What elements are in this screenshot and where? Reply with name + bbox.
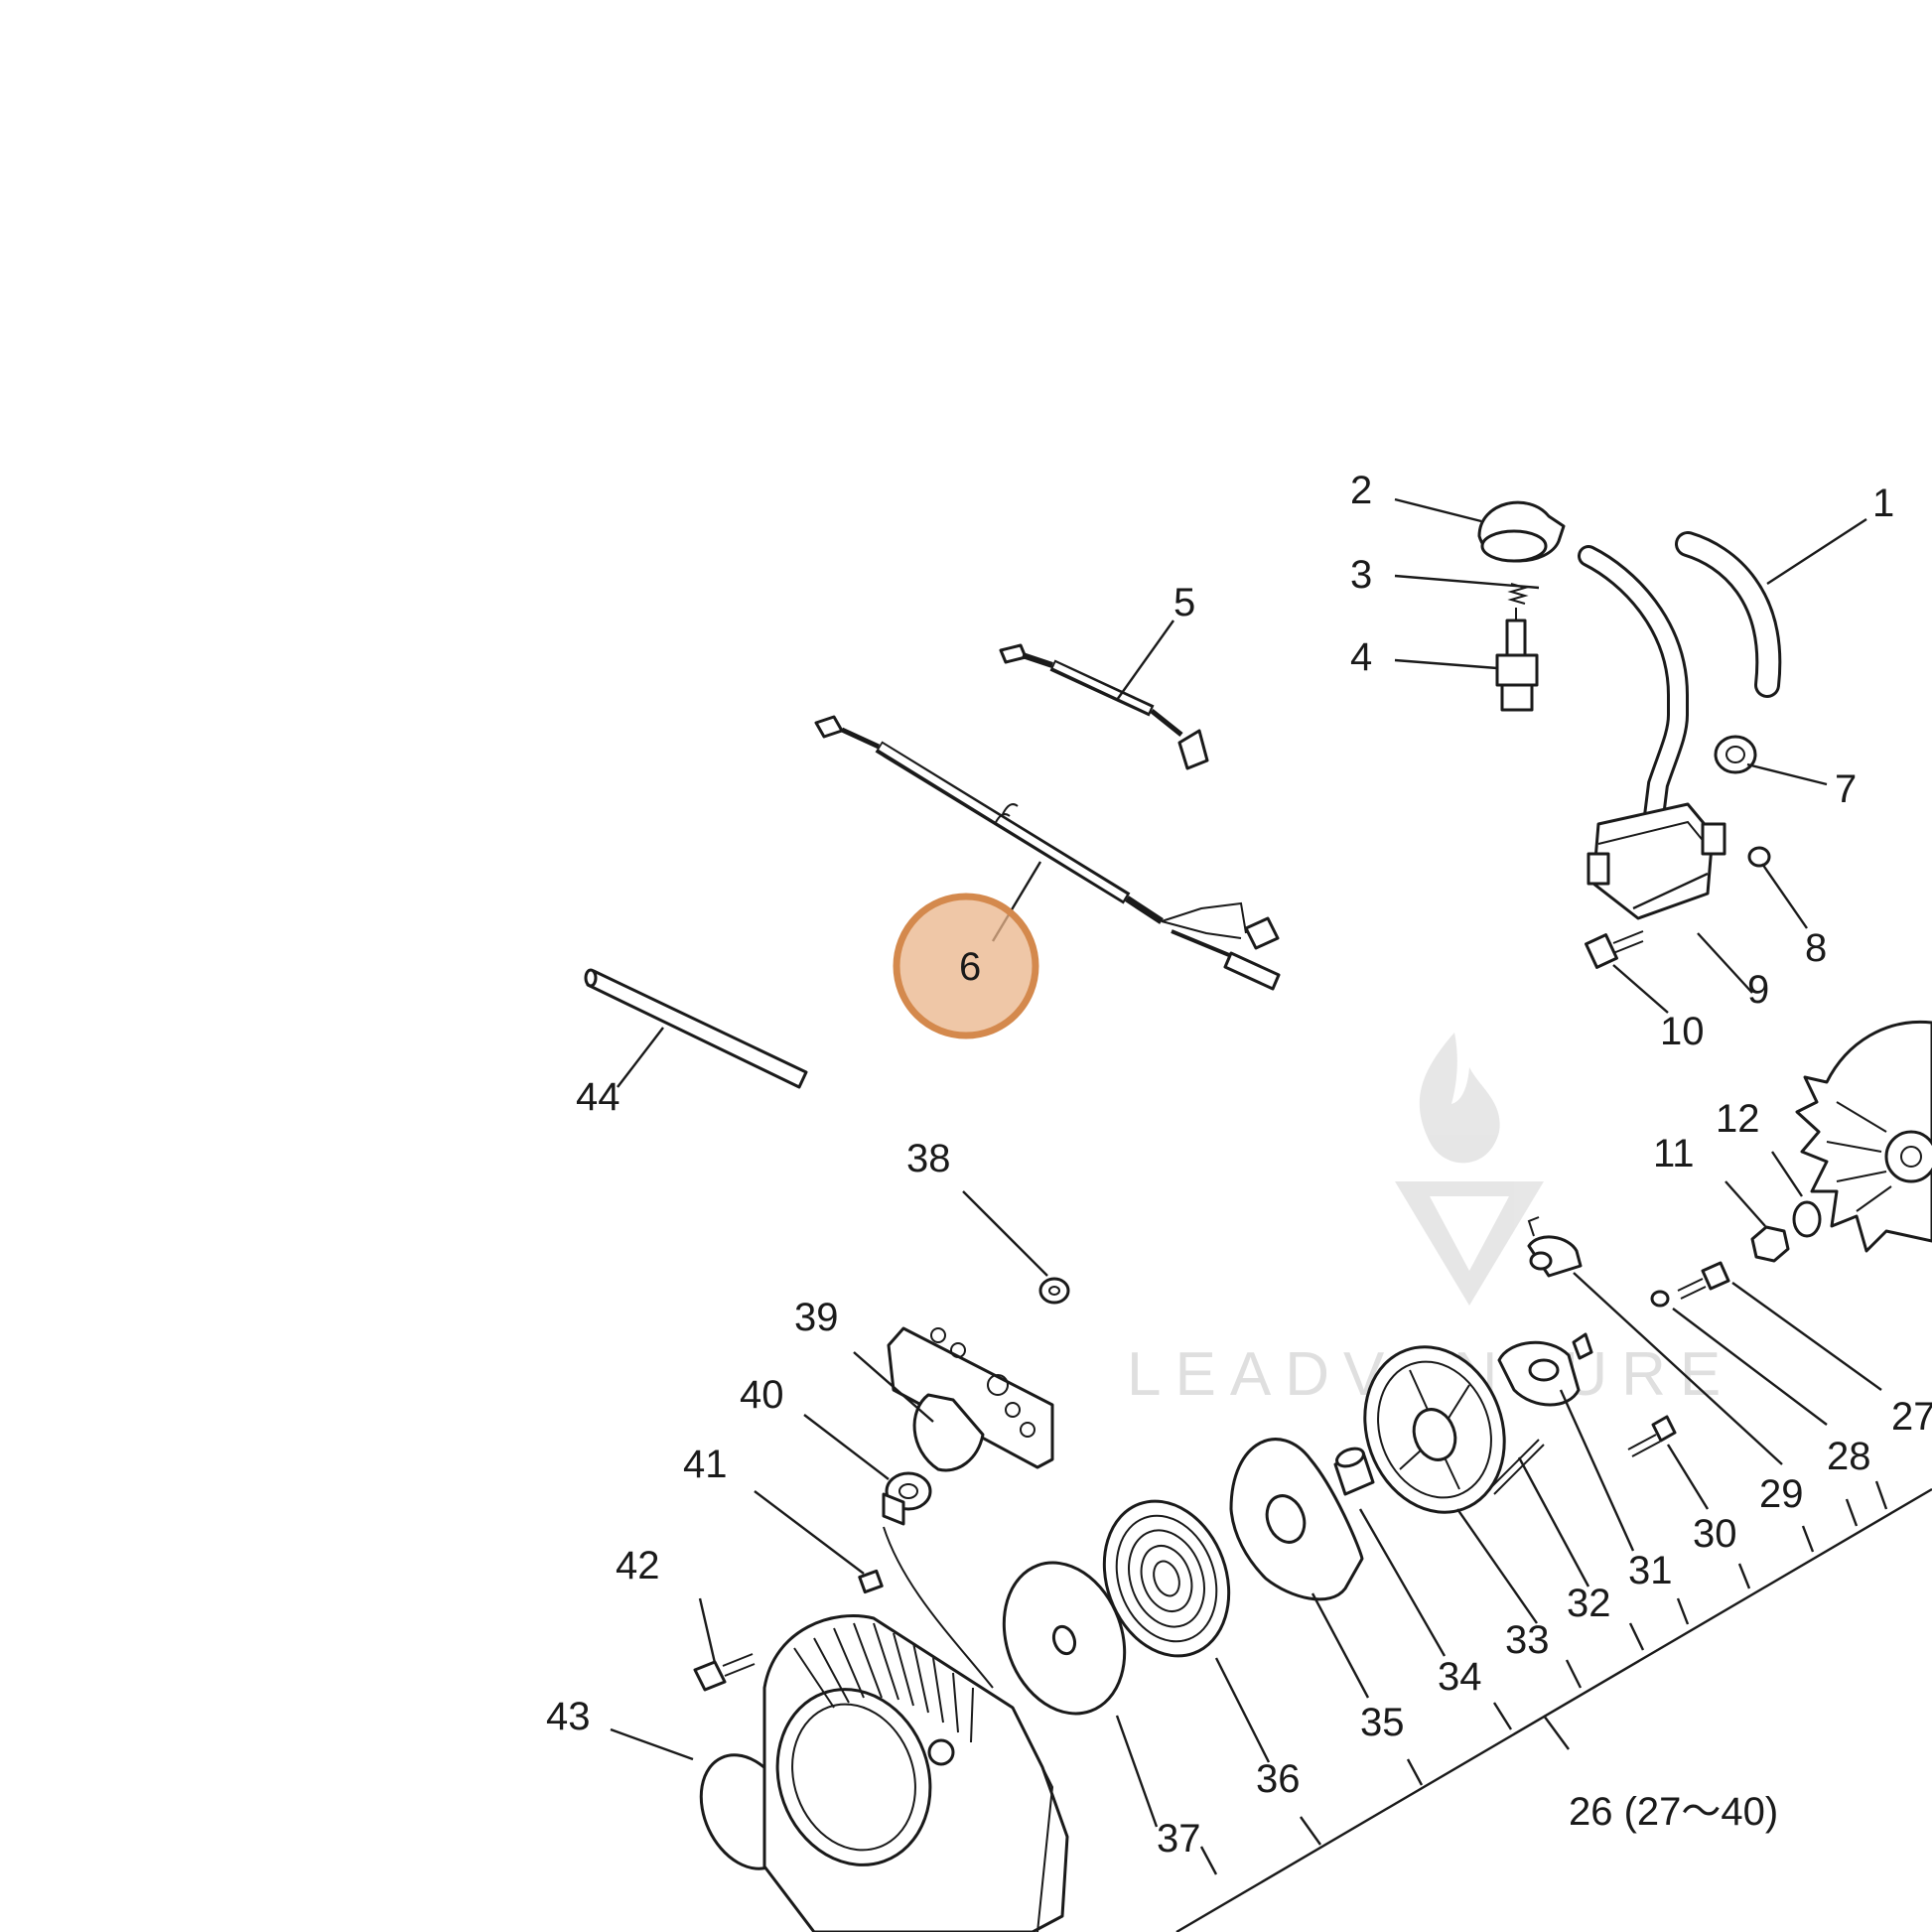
callout-labels: 1 2 3 4 5 6 7 8 9 10 11 12 27 28 29 30 3… xyxy=(546,469,1932,1861)
part-42-bolt xyxy=(693,1653,756,1692)
callout-43: 43 xyxy=(546,1695,591,1738)
callout-32: 32 xyxy=(1567,1582,1611,1625)
part-4-spark-plug xyxy=(1495,608,1539,712)
part-8-washer xyxy=(1747,846,1771,868)
part-7-grommet xyxy=(1714,735,1757,774)
part-starter-case xyxy=(762,1526,1069,1932)
part-34-collar xyxy=(1333,1447,1375,1496)
part-2-plug-cap xyxy=(1477,500,1566,563)
watermark-v-icon xyxy=(1395,1181,1544,1306)
part-41-sleeve xyxy=(858,1569,884,1594)
callout-28: 28 xyxy=(1827,1435,1871,1478)
callout-35: 35 xyxy=(1360,1701,1405,1744)
callout-9: 9 xyxy=(1747,968,1769,1012)
part-6-wire xyxy=(814,715,1281,991)
callout-5: 5 xyxy=(1173,581,1195,624)
part-11-nut xyxy=(1750,1225,1790,1263)
part-35-plate xyxy=(1229,1438,1364,1601)
leader-lines xyxy=(610,497,1932,1932)
callout-12: 12 xyxy=(1716,1097,1760,1141)
callout-44: 44 xyxy=(576,1075,621,1119)
callout-1: 1 xyxy=(1872,482,1894,525)
callout-36: 36 xyxy=(1256,1757,1301,1801)
callout-42: 42 xyxy=(616,1544,660,1587)
part-28-washer xyxy=(1650,1290,1670,1308)
callout-4: 4 xyxy=(1350,635,1372,679)
callout-10: 10 xyxy=(1660,1010,1705,1053)
part-ignition-coil xyxy=(1587,802,1726,920)
callout-39: 39 xyxy=(794,1296,839,1339)
part-5-wire xyxy=(999,643,1209,770)
part-38-washer xyxy=(1038,1277,1070,1305)
assembly-label: 26 (27～40) xyxy=(1569,1790,1778,1834)
callout-27: 27 xyxy=(1891,1395,1932,1439)
callout-3: 3 xyxy=(1350,553,1372,597)
watermark-flame-icon xyxy=(1419,1033,1500,1164)
part-flywheel xyxy=(1795,1020,1932,1253)
part-27-bolt xyxy=(1677,1261,1730,1300)
callout-11: 11 xyxy=(1653,1132,1695,1175)
part-30-screw xyxy=(1627,1415,1677,1457)
callout-7: 7 xyxy=(1835,767,1857,811)
highlight-marker[interactable] xyxy=(893,893,1039,1039)
part-36-spring xyxy=(1102,1499,1231,1658)
callout-31: 31 xyxy=(1628,1549,1673,1592)
part-33-pulley xyxy=(1363,1345,1545,1514)
callout-30: 30 xyxy=(1693,1512,1737,1556)
callout-40: 40 xyxy=(740,1373,784,1417)
callout-29: 29 xyxy=(1759,1472,1804,1516)
part-29-pin xyxy=(1527,1216,1583,1278)
callout-34: 34 xyxy=(1438,1655,1482,1699)
callout-8: 8 xyxy=(1805,926,1827,970)
callout-33: 33 xyxy=(1505,1618,1550,1662)
part-40-grommet xyxy=(882,1471,932,1526)
part-12-washer xyxy=(1792,1200,1822,1238)
part-39-starter-handle xyxy=(887,1326,1054,1472)
callout-2: 2 xyxy=(1350,469,1372,512)
part-31-pawl xyxy=(1497,1332,1593,1407)
callout-41: 41 xyxy=(683,1443,728,1486)
callout-37: 37 xyxy=(1157,1817,1201,1861)
callout-6: 6 xyxy=(959,945,981,989)
part-10-bolt xyxy=(1585,930,1644,969)
part-44-rod xyxy=(584,968,808,1089)
callout-38: 38 xyxy=(906,1137,951,1180)
